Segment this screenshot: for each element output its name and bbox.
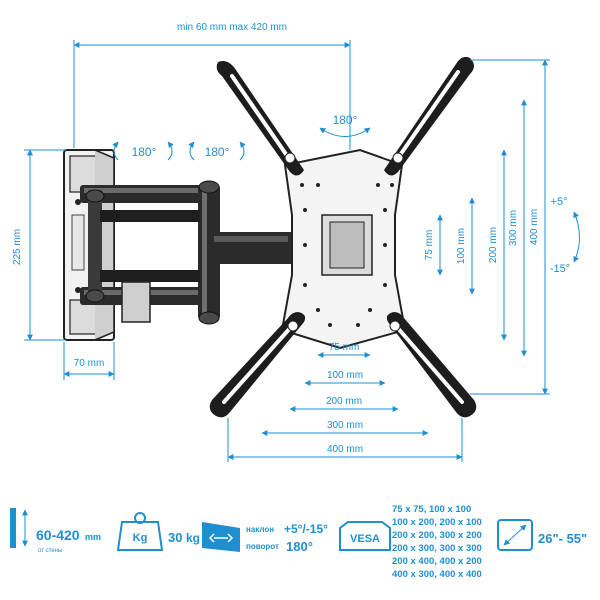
- tilt-value: +5°/-15°: [284, 522, 328, 536]
- vesa-line: 200 x 300, 300 x 300: [392, 543, 482, 554]
- tilt-swivel-icon: [202, 522, 240, 552]
- swing-arm: [80, 180, 292, 325]
- load-badge: Kg: [133, 532, 148, 544]
- wall-distance-unit: mm: [85, 532, 101, 542]
- screen-size-value: 26"- 55": [538, 531, 587, 546]
- vesa-line: 75 x 75, 100 x 100: [392, 504, 471, 515]
- v400-label: 400 mm: [529, 209, 540, 245]
- h100-label: 100 mm: [327, 370, 363, 381]
- load-value: 30: [168, 530, 182, 545]
- spec-load: Kg 30 kg: [116, 512, 200, 551]
- vesa-icon: [339, 521, 391, 551]
- swivel-value: 180°: [286, 539, 313, 554]
- wall-distance-sub: от стены: [38, 548, 62, 554]
- h400-label: 400 mm: [327, 444, 363, 455]
- wall-distance-icon: [10, 508, 28, 548]
- tilt-down-label: -15°: [550, 263, 570, 275]
- spec-wall-distance: 60-420 mm от стены: [10, 508, 101, 554]
- vesa-badge: VESA: [350, 533, 380, 545]
- vesa-arm-bottom-right: [386, 312, 477, 418]
- spec-screen-size: 26"- 55": [497, 519, 587, 551]
- horizontal-dimensions: 75 mm 100 mm 200 mm 300 mm 400 mm: [227, 342, 463, 462]
- h200-label: 200 mm: [326, 396, 362, 407]
- spec-motion: наклон +5°/-15° поворот 180°: [202, 522, 328, 554]
- vesa-arm-top-left: [216, 61, 304, 176]
- vesa-line: 400 x 300, 400 x 400: [392, 569, 482, 580]
- tilt-up-label: +5°: [551, 196, 568, 208]
- vesa-arm-top-right: [384, 56, 474, 176]
- weight-icon: [116, 512, 164, 551]
- tilt-label: наклон: [246, 525, 274, 534]
- vesa-line: 200 x 200, 300 x 200: [392, 530, 482, 541]
- rotation-top-label: 180°: [333, 113, 358, 127]
- rotation-left-2-label: 180°: [205, 145, 230, 159]
- h300-label: 300 mm: [327, 420, 363, 431]
- vesa-arm-bottom-left: [209, 312, 306, 418]
- rotation-left-1-label: 180°: [132, 145, 157, 159]
- tv-plate: [280, 148, 407, 350]
- v200-label: 200 mm: [488, 227, 499, 263]
- vesa-line: 200 x 400, 400 x 200: [392, 556, 482, 567]
- h75-label: 75 mm: [329, 342, 360, 353]
- screen-diagonal-icon: [497, 519, 533, 551]
- swivel-label: поворот: [246, 542, 279, 551]
- v300-label: 300 mm: [508, 210, 519, 246]
- arm-extension-label: min 60 mm max 420 mm: [177, 22, 287, 33]
- load-unit: kg: [186, 531, 200, 545]
- wall-plate-height-label: 225 mm: [12, 229, 23, 265]
- vesa-line: 100 x 200, 200 x 100: [392, 517, 482, 528]
- vesa-arms: [209, 56, 477, 418]
- v75-label: 75 mm: [424, 230, 435, 261]
- wall-plate-depth-label: 70 mm: [74, 358, 105, 369]
- vertical-dimensions: 75 mm 100 mm 200 mm 300 mm 400 mm: [424, 59, 550, 395]
- wall-distance-value: 60-420: [36, 527, 80, 543]
- v100-label: 100 mm: [456, 228, 467, 264]
- spec-vesa: VESA 75 x 75, 100 x 100 100 x 200, 200 x…: [339, 504, 482, 580]
